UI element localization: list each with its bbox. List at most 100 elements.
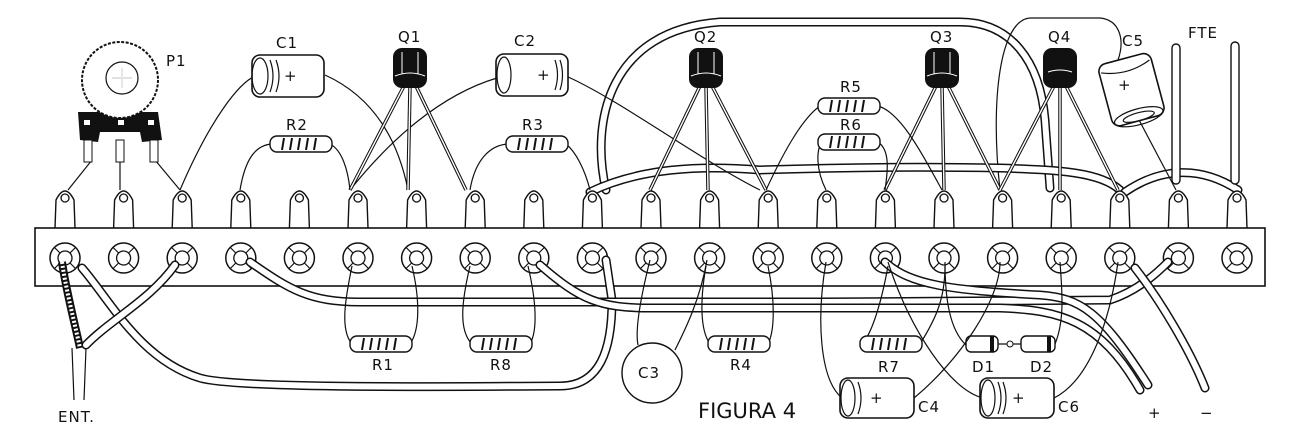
terminal-lug[interactable]: [933, 190, 955, 229]
label-c6: C6: [1058, 398, 1080, 416]
terminal-lug[interactable]: [347, 190, 369, 229]
terminal-lug[interactable]: [991, 190, 1014, 229]
terminal-screw[interactable]: [928, 242, 960, 274]
label-fte: FTE: [1188, 24, 1218, 42]
label-r3: R3: [522, 116, 544, 134]
trimmer-potentiometer-p1[interactable]: P1: [67, 41, 187, 191]
terminal-screws: [49, 242, 1253, 274]
resistor-r8[interactable]: R8: [462, 265, 536, 374]
capacitor-c2[interactable]: + C2: [349, 32, 761, 191]
terminal-screw[interactable]: [1221, 242, 1253, 274]
c6-plus: +: [1012, 389, 1026, 407]
resistor-r2[interactable]: R2: [239, 116, 351, 191]
figure-title: FIGURA 4: [698, 399, 796, 423]
terminal-screw[interactable]: [1162, 242, 1195, 274]
label-d1: D1: [972, 358, 995, 376]
terminal-screw[interactable]: [459, 242, 491, 274]
capacitor-c1[interactable]: + C1: [179, 34, 409, 191]
label-c1: C1: [276, 34, 298, 52]
terminal-screw[interactable]: [576, 242, 609, 274]
terminal-lug[interactable]: [816, 190, 838, 229]
terminal-lug[interactable]: [54, 190, 76, 229]
terminal-screw[interactable]: [342, 242, 374, 274]
c5-return-wire: [995, 17, 1122, 191]
diode-d2[interactable]: D2: [998, 261, 1063, 376]
c1-plus: +: [284, 67, 298, 85]
label-r8: R8: [490, 356, 512, 374]
label-r4: R4: [730, 356, 752, 374]
label-q4: Q4: [1048, 28, 1071, 46]
label-q1: Q1: [398, 28, 421, 46]
label-c3: C3: [638, 364, 660, 382]
resistor-r4[interactable]: R4: [701, 265, 774, 374]
label-r2: R2: [286, 116, 308, 134]
terminal-screw[interactable]: [1045, 242, 1077, 274]
resistor-r5[interactable]: R5: [765, 78, 943, 191]
diode-d1[interactable]: D1: [944, 261, 999, 376]
label-r6: R6: [840, 116, 862, 134]
bottom-long-cable: [77, 255, 617, 392]
input-cable-ent[interactable]: ENT.: [58, 260, 180, 426]
power-pins-fte[interactable]: FTE: [1171, 24, 1240, 185]
c5-plus: +: [1118, 76, 1132, 94]
label-power-plus: +: [1148, 404, 1162, 422]
terminal-lug[interactable]: [112, 190, 135, 229]
transistor-q1[interactable]: Q1: [348, 28, 468, 191]
terminal-screw[interactable]: [107, 242, 140, 274]
transistor-q3[interactable]: Q3: [883, 28, 1002, 191]
terminal-lugs: [54, 190, 1248, 229]
terminal-lug[interactable]: [698, 190, 721, 229]
bottom-resistors: R1 R8 R4 R7: [344, 265, 946, 376]
capacitor-c4[interactable]: + C4: [820, 261, 1001, 419]
terminal-lug[interactable]: [523, 190, 545, 229]
c4-plus: +: [870, 389, 884, 407]
terminal-screw[interactable]: [1104, 242, 1136, 274]
label-c5: C5: [1122, 32, 1144, 50]
terminal-lug[interactable]: [874, 190, 897, 229]
terminal-lug[interactable]: [757, 190, 779, 229]
terminal-lug[interactable]: [464, 190, 486, 229]
capacitor-c6[interactable]: + C6: [887, 261, 1119, 419]
terminal-lug[interactable]: [171, 190, 193, 229]
terminal-screw[interactable]: [283, 242, 316, 274]
terminal-screw[interactable]: [986, 242, 1019, 274]
terminal-screw[interactable]: [811, 242, 843, 274]
resistor-r6[interactable]: R6: [817, 116, 888, 191]
label-power-minus: −: [1200, 404, 1214, 422]
upper-bus-cable: [585, 162, 1243, 197]
label-r1: R1: [372, 356, 394, 374]
label-p1: P1: [166, 52, 187, 70]
resistor-r1[interactable]: R1: [344, 265, 419, 374]
terminal-lug[interactable]: [288, 190, 311, 229]
label-r7: R7: [878, 358, 900, 376]
label-d2: D2: [1030, 358, 1053, 376]
terminal-lug[interactable]: [230, 190, 252, 229]
terminal-screw[interactable]: [635, 242, 667, 274]
terminal-lug[interactable]: [581, 190, 604, 229]
top-loop-cable: [596, 17, 1055, 195]
label-r5: R5: [840, 78, 862, 96]
terminal-lug[interactable]: [1109, 190, 1131, 229]
terminal-screw[interactable]: [752, 242, 784, 274]
capacitor-c3[interactable]: C3: [621, 259, 708, 404]
label-ent: ENT.: [58, 408, 95, 426]
c2-plus: +: [537, 66, 551, 84]
label-c4: C4: [918, 398, 940, 416]
lower-bus-cable: + −: [245, 257, 1214, 422]
terminal-lug[interactable]: [1167, 190, 1190, 229]
label-c2: C2: [514, 32, 536, 50]
terminal-lug[interactable]: [405, 190, 428, 229]
terminal-screw[interactable]: [400, 242, 433, 274]
terminal-lug[interactable]: [1050, 190, 1072, 229]
terminal-lug[interactable]: [1226, 190, 1248, 229]
transistors: Q1 Q2 Q3 Q4: [348, 28, 1120, 191]
capacitor-c5[interactable]: + C5: [1097, 32, 1177, 191]
terminal-lug[interactable]: [640, 190, 662, 229]
transistor-q4[interactable]: Q4: [998, 28, 1120, 191]
label-q2: Q2: [694, 28, 717, 46]
label-q3: Q3: [930, 28, 953, 46]
resistor-r3[interactable]: R3: [469, 116, 591, 191]
transistor-q2[interactable]: Q2: [648, 28, 768, 191]
terminal-screw[interactable]: [693, 242, 726, 274]
